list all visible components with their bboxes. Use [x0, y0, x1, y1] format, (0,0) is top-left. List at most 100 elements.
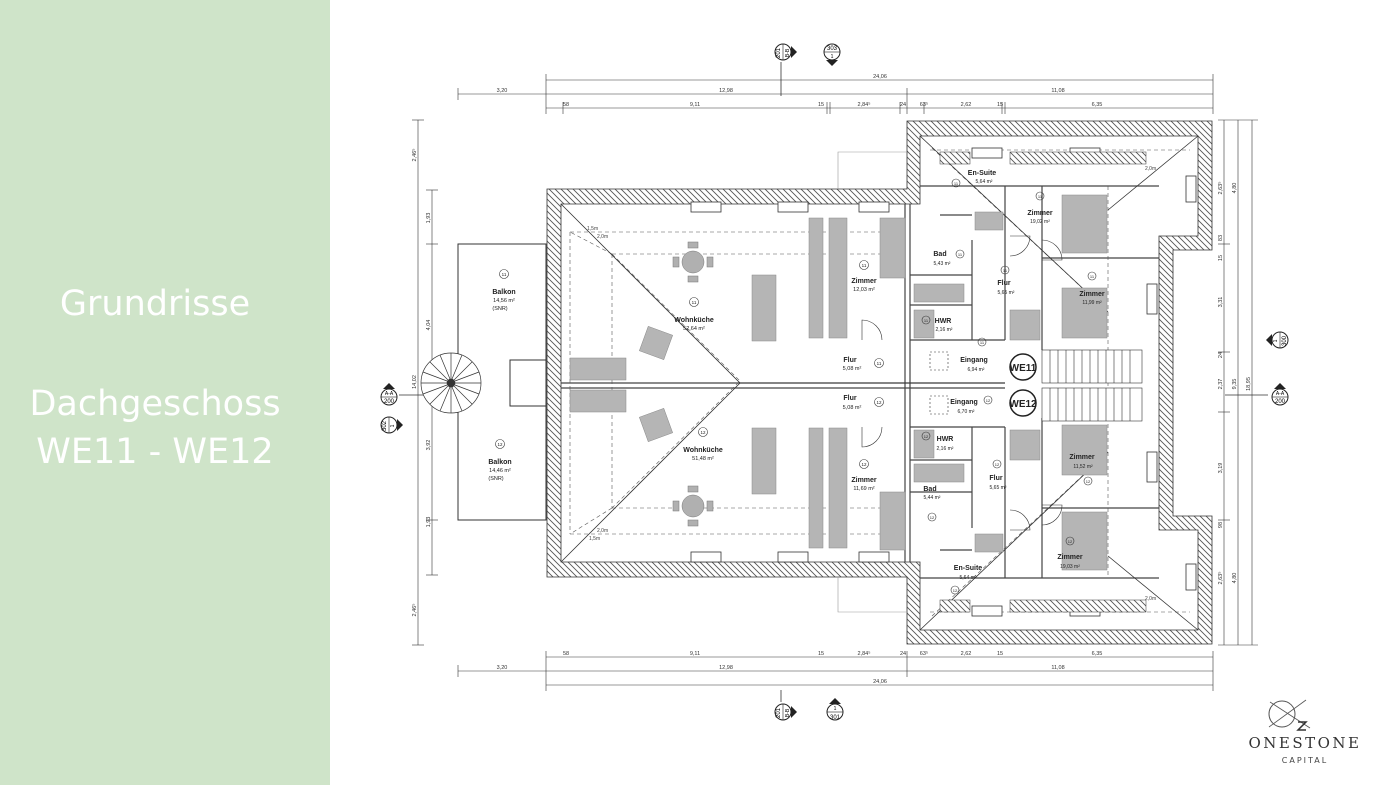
room-flur-b-12: 12 Flur 5,65 m² — [989, 459, 1007, 491]
svg-text:6,70 m²: 6,70 m² — [958, 409, 975, 415]
balcony — [457, 243, 547, 521]
section-mark-sub: 1 — [834, 706, 837, 712]
dining-table — [672, 241, 714, 527]
section-mark-sub: B-B — [785, 708, 791, 717]
svg-text:11,52 m²: 11,52 m² — [1073, 464, 1093, 470]
svg-text:2,16 m²: 2,16 m² — [937, 446, 954, 452]
room-zimmer-11a: 11 Zimmer 12,03 m² — [851, 260, 877, 293]
roof-height-mark: 2,0m — [1145, 596, 1156, 602]
svg-text:11: 11 — [1003, 268, 1008, 273]
svg-text:11,69 m²: 11,69 m² — [853, 486, 874, 492]
room-flur-11: Flur 5,08 m² 11 — [843, 357, 884, 372]
svg-text:11: 11 — [877, 361, 882, 366]
shafts — [929, 351, 949, 415]
dimension-right — [1218, 119, 1258, 646]
dim-bottom-d2: 9,11 — [690, 651, 700, 657]
svg-text:14,56 m²: 14,56 m² — [493, 298, 515, 304]
dim-right-j: 3,19 — [1218, 463, 1224, 474]
svg-text:11: 11 — [1090, 274, 1095, 279]
dim-top-d4: 2,84⁵ — [858, 101, 871, 108]
dim-top-total: 24,06 — [873, 74, 887, 80]
floor-plan: 24,06 3,20 12,98 11,08 58 9,11 15 2,84⁵ … — [380, 43, 1289, 721]
room-labels: 11 Balkon 14,56 m² (SNR) 12 Balkon 14,46… — [488, 170, 1105, 595]
svg-text:Bad: Bad — [933, 251, 946, 258]
dim-left-f: 1,93 — [426, 517, 432, 528]
dim-top-d7: 2,62 — [961, 102, 972, 108]
dim-top-d5: 24 — [900, 102, 906, 108]
svg-text:5,64 m²: 5,64 m² — [960, 575, 977, 581]
section-marker-left: A-A 200 302 1 — [380, 383, 450, 434]
section-mark-label: 201 — [776, 707, 782, 718]
svg-text:Eingang: Eingang — [950, 399, 978, 406]
svg-text:5,08 m²: 5,08 m² — [843, 366, 862, 372]
room-bad-11: Bad 5,43 m² 11 — [933, 249, 965, 267]
room-ensuite-11: En-Suite 5,64 m² 11 — [951, 170, 996, 188]
dim-left-c: 4,04 — [426, 320, 432, 331]
dim-left-a: 2,46⁵ — [411, 149, 418, 162]
spiral-stair — [420, 352, 482, 414]
dim-right-b: 4,80 — [1232, 183, 1238, 194]
dim-right-a: 2,63⁵ — [1217, 182, 1224, 195]
dim-top-mid: 12,98 — [719, 88, 733, 94]
svg-text:5,65 m²: 5,65 m² — [990, 485, 1007, 491]
svg-text:11: 11 — [980, 340, 985, 345]
dim-right-i: 18,95 — [1246, 377, 1252, 391]
wall-hatching — [939, 151, 1147, 613]
svg-text:11: 11 — [924, 318, 929, 323]
section-mark-sub: 1 — [1273, 339, 1279, 342]
dim-bottom-right: 11,08 — [1051, 665, 1064, 671]
dim-left-d: 14,02 — [412, 375, 418, 389]
room-eingang-11: 11 Eingang 6,94 m² — [960, 337, 988, 373]
svg-text:6,94 m²: 6,94 m² — [968, 367, 985, 373]
room-zimmer-11b: 11 Zimmer 19,02 m² — [1027, 191, 1053, 225]
room-zimmer-12c: Zimmer 11,52 m² 12 — [1069, 454, 1095, 486]
dim-right-f: 24 — [1218, 352, 1224, 358]
svg-text:11: 11 — [692, 300, 697, 305]
svg-text:12: 12 — [497, 442, 503, 447]
section-mark-sub: 1 — [390, 424, 396, 427]
stairs — [1041, 349, 1143, 422]
room-bad-12: Bad 5,44 m² 12 — [923, 486, 941, 522]
svg-text:(SNR): (SNR) — [488, 476, 503, 482]
room-hwr-11: 11 HWR 2,16 m² — [921, 315, 953, 333]
dim-bottom-d5: 24 — [900, 651, 906, 657]
svg-text:12,03 m²: 12,03 m² — [853, 287, 875, 293]
dim-top-left: 3,20 — [497, 88, 508, 94]
dim-left-b: 1,93 — [426, 213, 432, 224]
svg-text:12: 12 — [924, 434, 929, 439]
dim-bottom-mid: 12,98 — [719, 665, 733, 671]
section-mark-sub: B-B — [785, 48, 791, 57]
svg-text:Zimmer: Zimmer — [1057, 554, 1083, 561]
section-mark-sub: A-A — [1276, 391, 1285, 397]
section-mark-label: 200 — [384, 399, 395, 405]
room-flur-b-11: 11 Flur 5,65 m² — [997, 265, 1015, 296]
svg-text:Flur: Flur — [997, 280, 1010, 287]
section-mark-label: 303 — [827, 46, 838, 52]
logo-compass-icon — [1268, 699, 1311, 731]
room-zimmer-12b: 12 Zimmer 19,03 m² — [1057, 536, 1083, 570]
roof-height-mark: 2,0m — [597, 528, 608, 534]
svg-text:5,43 m²: 5,43 m² — [934, 261, 951, 267]
dim-bottom-d9: 6,35 — [1092, 651, 1103, 657]
svg-text:5,65 m²: 5,65 m² — [998, 290, 1015, 296]
svg-text:Flur: Flur — [989, 475, 1002, 482]
svg-text:11,99 m²: 11,99 m² — [1082, 300, 1102, 306]
doors — [861, 235, 1063, 531]
room-eingang-12: 12 Eingang 6,70 m² — [950, 395, 993, 415]
svg-text:11: 11 — [1038, 194, 1043, 199]
dim-bottom-left: 3,20 — [497, 665, 508, 671]
dimension-top — [457, 74, 1214, 114]
unit-label-we12: WE12 — [1009, 399, 1037, 410]
room-flur-12: Flur 5,08 m² 12 — [843, 395, 884, 411]
dim-left-e: 3,92 — [426, 440, 432, 451]
svg-text:12: 12 — [876, 400, 882, 405]
dim-top-d2: 9,11 — [690, 102, 700, 108]
svg-text:5,08 m²: 5,08 m² — [843, 405, 862, 411]
svg-text:En-Suite: En-Suite — [968, 170, 996, 177]
dim-right-m: 4,80 — [1232, 573, 1238, 584]
svg-text:12: 12 — [861, 462, 867, 467]
dim-right-e: 3,31 — [1218, 297, 1224, 308]
roof-height-mark: 2,0m — [597, 234, 608, 240]
svg-text:12: 12 — [1068, 539, 1073, 544]
dim-bottom-d3: 15 — [818, 651, 824, 657]
